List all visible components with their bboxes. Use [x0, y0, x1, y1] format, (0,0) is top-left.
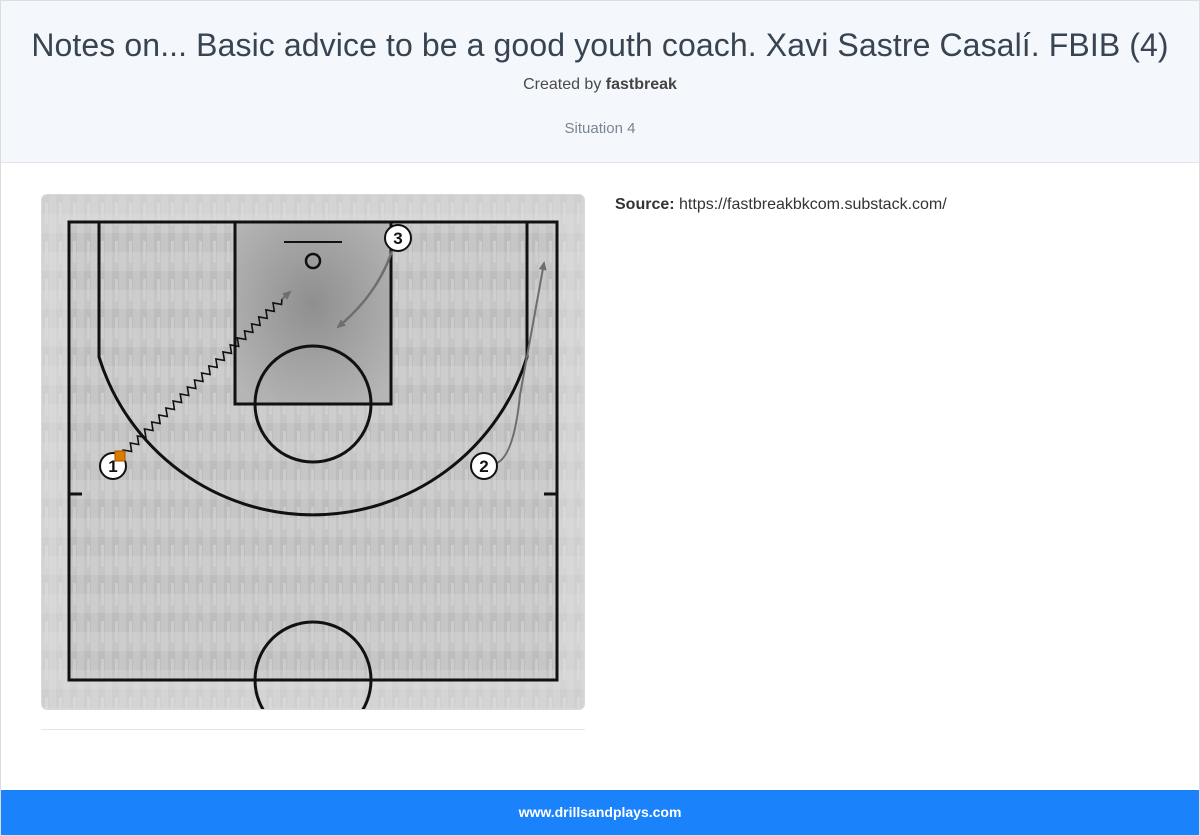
- three-point-line: [97, 222, 529, 517]
- situation-label: Situation 4: [564, 120, 636, 137]
- player-2-label: 2: [479, 457, 488, 476]
- player-1-label: 1: [108, 457, 117, 476]
- free-throw-circle: [253, 344, 373, 464]
- court-diagram: 1 2 3: [41, 194, 585, 710]
- source-url[interactable]: https://fastbreakbkcom.substack.com/: [679, 196, 947, 213]
- court-svg: 1 2 3: [42, 195, 584, 709]
- created-by-line: Created by fastbreak: [1, 76, 1199, 94]
- player-3-label: 3: [393, 229, 402, 248]
- player-2: 2: [470, 452, 498, 480]
- dribble-line-1: [121, 298, 283, 457]
- cut-line-2: [496, 261, 547, 464]
- paint-area: [235, 222, 391, 404]
- key-lines: [233, 220, 393, 406]
- player-3: 3: [384, 224, 412, 252]
- page-header: Notes on... Basic advice to be a good yo…: [1, 1, 1199, 163]
- page-title: Notes on... Basic advice to be a good yo…: [31, 27, 1169, 63]
- footer-bar: www.drillsandplays.com: [1, 790, 1199, 835]
- source-label: Source:: [615, 196, 675, 213]
- cut-line-3: [336, 250, 394, 329]
- court-lines: [67, 220, 559, 709]
- center-circle: [253, 620, 373, 709]
- content-divider: [41, 729, 585, 730]
- dribble-arrowhead: [281, 290, 292, 300]
- author-link[interactable]: fastbreak: [605, 76, 677, 93]
- ball-icon: [114, 450, 126, 462]
- created-by-prefix: Created by: [523, 76, 602, 93]
- basket-rim: [304, 252, 322, 270]
- source-line: Source: https://fastbreakbkcom.substack.…: [615, 196, 947, 214]
- footer-site-link[interactable]: www.drillsandplays.com: [518, 804, 682, 820]
